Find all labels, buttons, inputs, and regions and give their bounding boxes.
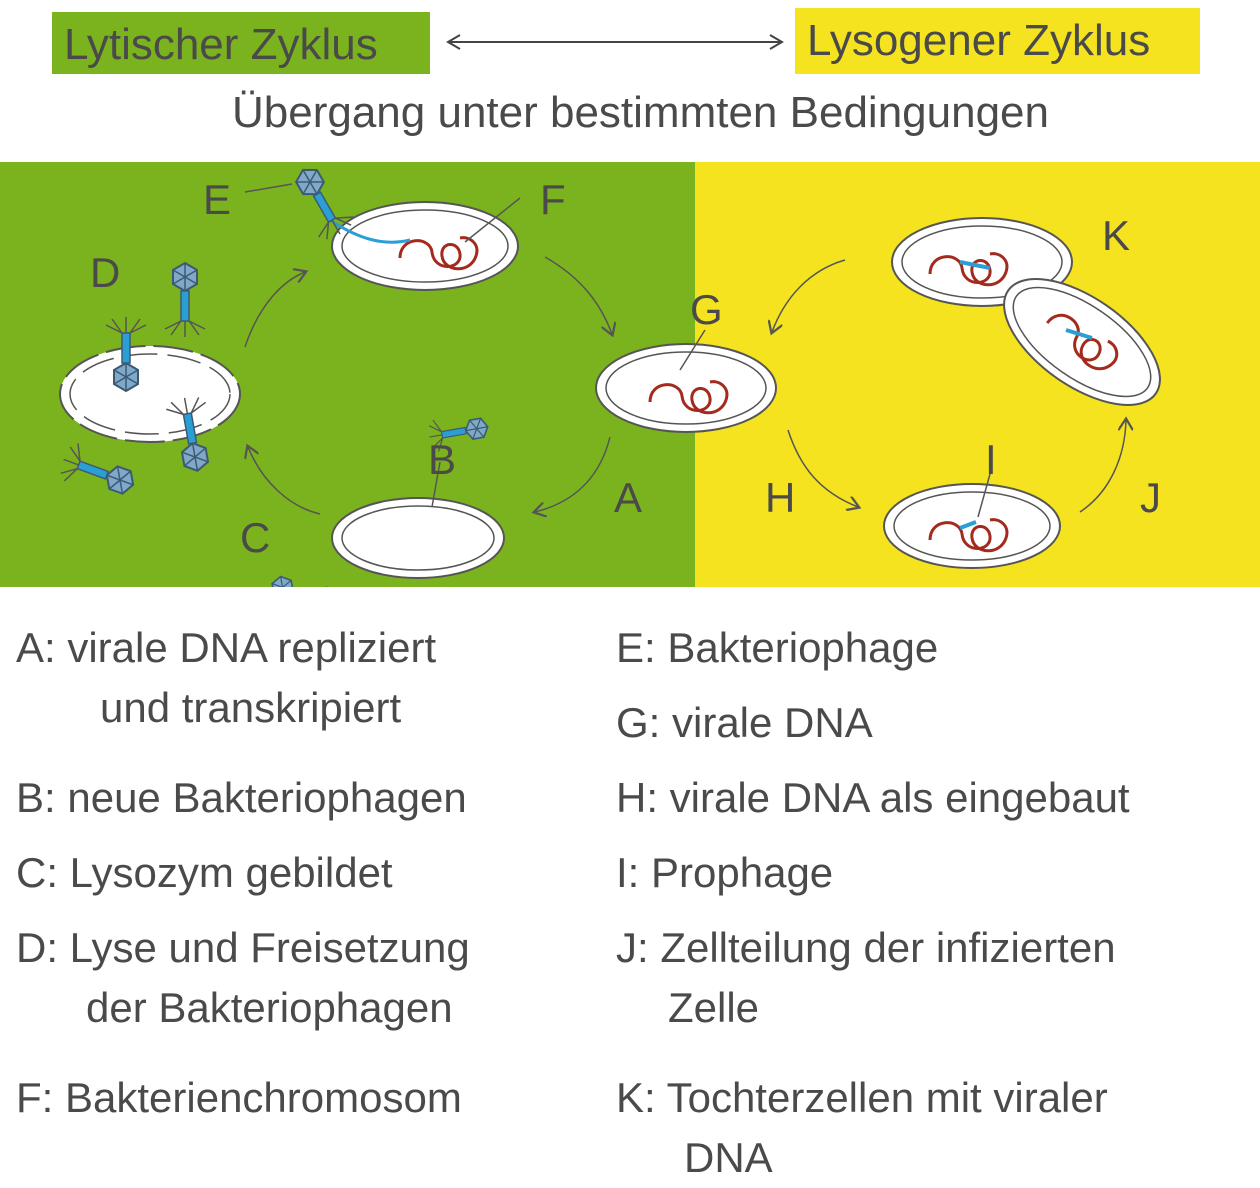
cell-with-viral-dna [595,329,777,433]
cell-with-injecting-phage [244,162,521,291]
legend-d: D: Lyse und Freisetzung der Bakteriophag… [16,924,470,1031]
arrow-lysis-to-infection [244,272,305,348]
stage-letter-i: I [985,436,997,483]
arrow-division-to-g [772,259,846,332]
lytic-cycle-label: Lytischer Zyklus [52,12,430,74]
lysogenic-cycle-label: Lysogener Zyklus [795,8,1200,74]
stage-letter-e: E [203,176,231,223]
stage-letter-a: A [614,474,642,521]
stage-letter-d: D [90,249,120,296]
arrow-g-to-replication [535,436,611,512]
stage-letter-c: C [240,514,270,561]
legend-c: C: Lysozym gebildet [16,849,393,896]
legend-a: A: virale DNA repliziert und transkripie… [16,624,437,731]
legend-j: J: Zellteilung der infizierten Zelle [616,924,1116,1031]
daughter-cell-2 [1003,278,1161,406]
arrow-replication-to-lysis [248,447,321,515]
stage-letter-h: H [765,474,795,521]
legend-g: G: virale DNA [616,699,873,746]
legend-k: K: Tochterzellen mit viraler DNA [616,1074,1108,1181]
stage-letter-k: K [1102,212,1130,259]
arrow-g-to-prophage [787,429,858,507]
lysing-cell [55,262,241,505]
transition-arrow [446,34,784,50]
stage-letter-f: F [540,176,566,223]
prophage-cell [883,473,1061,569]
legend-b: B: neue Bakteriophagen [16,774,467,821]
stage-letter-g: G [690,286,723,333]
cycle-diagram: A B C D E F G H I J K [0,162,1260,587]
arrow-infection-to-g [544,256,612,334]
stage-letter-j: J [1140,474,1161,521]
stage-letter-b: B [428,436,456,483]
legend-i: I: Prophage [616,849,834,896]
arrow-prophage-to-division [1079,420,1126,513]
cell-with-new-phages [265,410,505,587]
legend-f: F: Bakterienchromosom [16,1074,462,1121]
transition-label: Übergang unter bestimmten Bedingungen [232,88,1049,137]
legend-e: E: Bakteriophage [616,624,939,671]
legend-h: H: virale DNA als eingebaut [616,774,1130,821]
